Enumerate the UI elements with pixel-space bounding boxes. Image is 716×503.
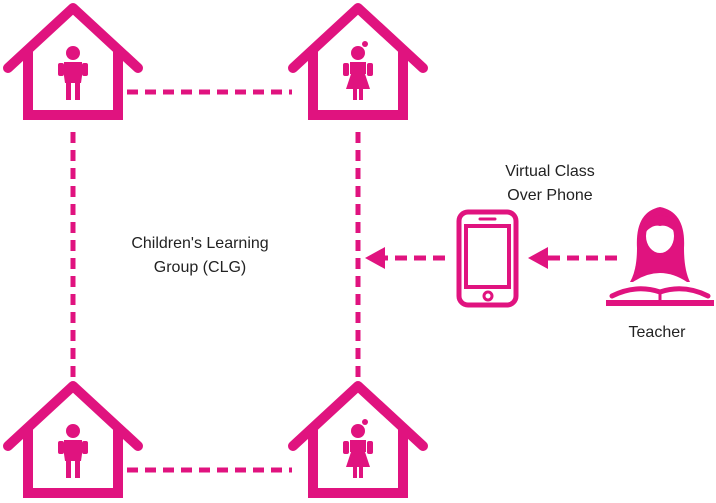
virtual-class-label-line2: Over Phone [507, 187, 593, 204]
house-bottom-left [8, 386, 138, 493]
house-bottom-right [293, 386, 423, 493]
clg-label-line1: Children's Learning [131, 235, 269, 252]
teacher-icon [606, 207, 714, 306]
phone-icon [456, 209, 519, 308]
girl-icon [343, 41, 373, 100]
clg-label: Children's Learning Group (CLG) [100, 232, 300, 280]
boy-icon [58, 424, 88, 478]
house-top-left [8, 8, 138, 115]
boy-icon [58, 46, 88, 100]
teacher-label: Teacher [628, 324, 686, 341]
arrow-teacher-to-phone [528, 247, 617, 269]
house-top-right [293, 8, 423, 115]
virtual-class-label-line1: Virtual Class [505, 163, 595, 180]
arrow-phone-to-clg [365, 247, 445, 269]
virtual-class-label: Virtual Class Over Phone [480, 160, 620, 208]
clg-label-line2: Group (CLG) [153, 259, 247, 276]
house-connectors [70, 89, 361, 473]
girl-icon [343, 419, 373, 478]
